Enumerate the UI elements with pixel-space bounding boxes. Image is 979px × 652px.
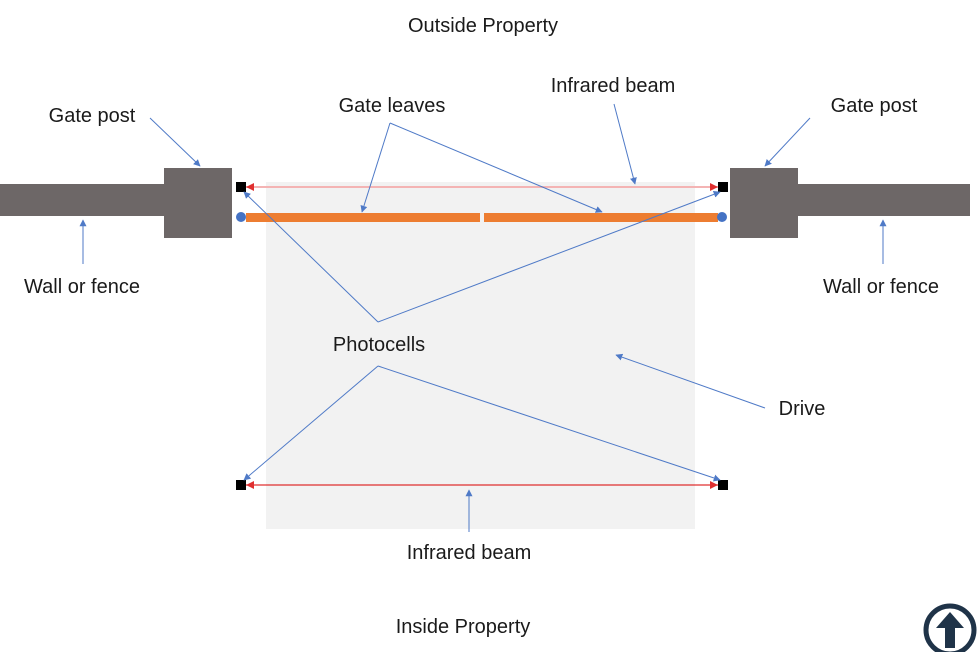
wall-left <box>0 184 166 216</box>
hinge-left <box>236 212 246 222</box>
scroll-top-button[interactable] <box>923 603 977 652</box>
drive-area <box>266 182 695 529</box>
gate-leaf-left <box>246 213 480 222</box>
beam-top-arrow-left <box>246 183 254 191</box>
label-gate-leaves: Gate leaves <box>339 95 446 117</box>
label-gate-post-right: Gate post <box>831 95 918 117</box>
callout-lines <box>79 103 887 532</box>
gate-post-left <box>164 168 232 238</box>
label-outside-property: Outside Property <box>408 15 558 37</box>
label-wall-right: Wall or fence <box>823 276 939 298</box>
label-infrared-beam-top: Infrared beam <box>551 75 676 97</box>
photocell-bottom-left <box>236 480 246 490</box>
label-wall-left: Wall or fence <box>24 276 140 298</box>
gate-post-right <box>730 168 798 238</box>
label-photocells: Photocells <box>333 334 425 356</box>
photocell-top-right <box>718 182 728 192</box>
label-infrared-beam-bottom: Infrared beam <box>407 542 532 564</box>
wall-right <box>797 184 970 216</box>
photocell-bottom-right <box>718 480 728 490</box>
beam-bottom-arrow-left <box>246 481 254 489</box>
beam-top-arrow-right <box>710 183 718 191</box>
label-drive: Drive <box>779 398 826 420</box>
gate-leaf-right <box>484 213 718 222</box>
label-gate-post-left: Gate post <box>49 105 136 127</box>
arrow-up-glyph <box>936 612 964 648</box>
label-inside-property: Inside Property <box>396 616 531 638</box>
beam-bottom-arrow-right <box>710 481 718 489</box>
photocell-top-left <box>236 182 246 192</box>
hinge-right <box>717 212 727 222</box>
